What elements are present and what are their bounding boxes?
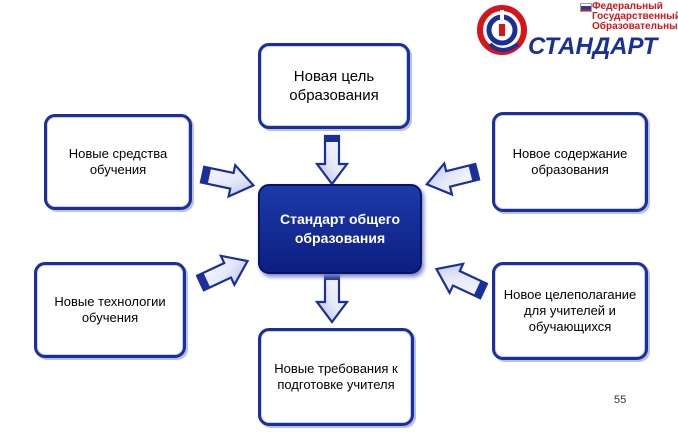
arrow-top-down: [314, 134, 350, 186]
box-new-technologies: Новые технологии обучения: [34, 262, 186, 358]
logo-word: СТАНДАРТ: [528, 33, 658, 60]
logo-line-1: Федеральный: [592, 2, 663, 12]
page-number: 55: [614, 394, 627, 406]
russia-flag-icon: [580, 3, 592, 12]
box-standard-center: Стандарт общего образования: [258, 184, 422, 274]
box-new-goal-setting: Новое целеполагание для учителей и обуча…: [492, 262, 648, 360]
box-new-requirements-label: Новые требования к подготовке учителя: [274, 361, 398, 392]
box-new-content: Новое содержание образования: [492, 112, 648, 212]
box-new-goal-label: Новая цель образования: [289, 68, 379, 104]
box-new-goal-setting-label: Новое целеполагание для учителей и обуча…: [503, 287, 637, 334]
fgos-emblem-icon: [477, 5, 527, 55]
box-standard-center-label: Стандарт общего образования: [280, 211, 400, 246]
arrow-bottom-up: [314, 272, 350, 324]
box-new-means: Новые средства обучения: [44, 114, 192, 210]
fgos-logo: Федеральный Государственный Образователь…: [472, 0, 678, 64]
box-new-technologies-label: Новые технологии обучения: [54, 294, 166, 325]
logo-line-2: Государственный: [592, 11, 678, 22]
arrow-right-bottom: [434, 262, 489, 300]
arrow-right-top: [424, 161, 481, 197]
arrow-left-top: [199, 162, 256, 199]
box-new-means-label: Новые средства обучения: [68, 146, 168, 177]
box-new-goal: Новая цель образования: [258, 43, 410, 129]
box-new-content-label: Новое содержание образования: [512, 146, 628, 177]
arrow-left-bottom: [195, 254, 250, 292]
box-new-requirements: Новые требования к подготовке учителя: [258, 328, 414, 426]
logo-caption: Федеральный Государственный Образователь…: [592, 2, 678, 32]
logo-line-3: Образовательный: [592, 21, 678, 32]
